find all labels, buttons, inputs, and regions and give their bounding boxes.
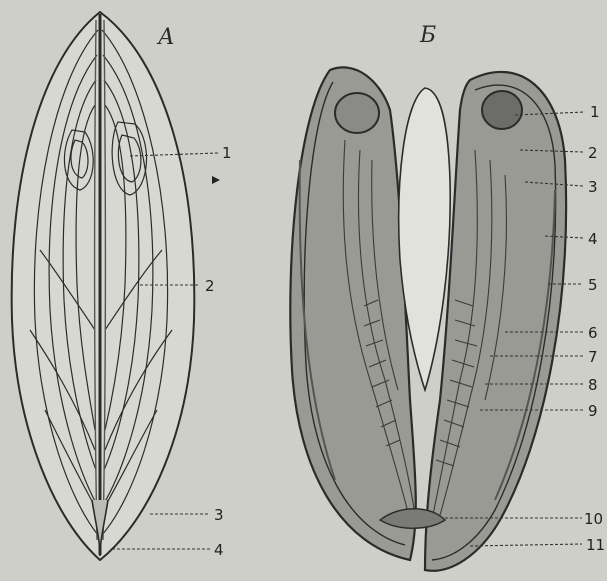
anterior-adductor-left: [335, 93, 379, 133]
panel-a-label-4: 4: [214, 541, 224, 559]
panel-b-label-8: 8: [588, 376, 598, 394]
panel-b-label-2: 2: [588, 144, 598, 162]
panel-a-label-2: 2: [205, 277, 215, 295]
panel-b-label-3: 3: [588, 178, 598, 196]
panel-a-label-3: 3: [214, 506, 224, 524]
panel-b-label-11: 11: [586, 536, 605, 554]
panel-b-title: Б: [419, 23, 436, 48]
panel-a-shell: [12, 12, 195, 560]
left-valve: [290, 67, 415, 560]
panel-a-title: А: [156, 25, 175, 50]
panel-b-label-10: 10: [584, 510, 603, 528]
panel-b-label-5: 5: [588, 276, 598, 294]
panel-b-label-6: 6: [588, 324, 598, 342]
panel-b-label-9: 9: [588, 402, 598, 420]
arrow-marker: [212, 176, 220, 184]
anterior-adductor-right: [482, 91, 522, 129]
panel-b-shell: [290, 67, 566, 570]
panel-b-label-7: 7: [588, 348, 598, 366]
panel-b-label-1: 1: [590, 103, 600, 121]
panel-b-label-4: 4: [588, 230, 598, 248]
panel-a-label-1: 1: [222, 144, 232, 162]
